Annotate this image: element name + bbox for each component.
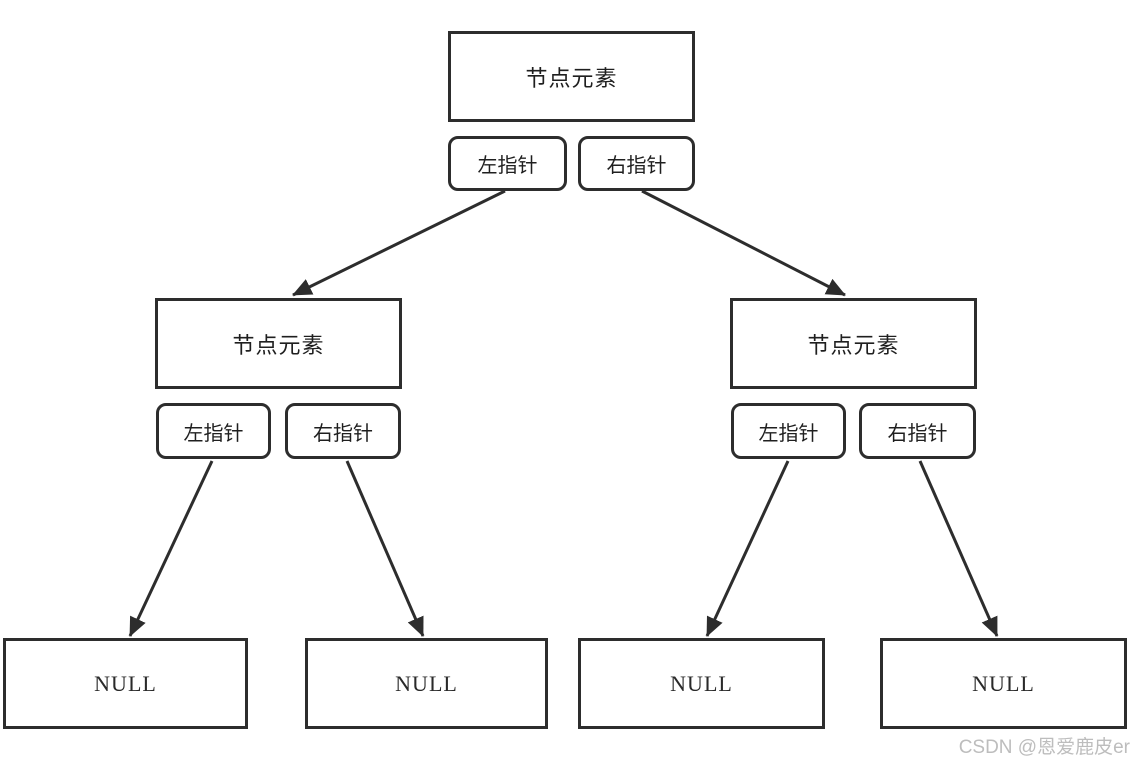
right-child-right-pointer-box: 右指针 xyxy=(859,403,976,459)
root-left-pointer-box: 左指针 xyxy=(448,136,567,191)
arrow-root-right-to-right-child xyxy=(641,189,846,297)
arrow-root-left-to-left-child xyxy=(292,189,506,297)
csdn-watermark: CSDN @恩爱鹿皮er xyxy=(958,737,1130,758)
left-child-node-box: 节点元素 xyxy=(155,298,402,389)
root-right-pointer-label: 右指针 xyxy=(606,155,667,177)
right-child-node-label: 节点元素 xyxy=(807,332,900,358)
arrow-right-child-left-to-null3 xyxy=(705,460,790,637)
arrow-left-child-right-to-null2 xyxy=(345,460,425,637)
left-child-right-pointer-label: 右指针 xyxy=(313,422,373,445)
root-right-pointer-box: 右指针 xyxy=(578,136,695,191)
null-leaf-box-2: NULL xyxy=(305,638,548,729)
left-child-right-pointer-box: 右指针 xyxy=(285,403,401,459)
left-child-node-label: 节点元素 xyxy=(232,332,325,358)
root-left-pointer-label: 左指针 xyxy=(477,155,538,177)
null-leaf-box-1: NULL xyxy=(3,638,248,729)
right-child-node-box: 节点元素 xyxy=(730,298,977,389)
left-child-left-pointer-label: 左指针 xyxy=(183,422,244,445)
arrow-right-child-right-to-null4 xyxy=(918,460,999,637)
arrow-left-child-left-to-null1 xyxy=(128,460,214,637)
null-leaf-label-3: NULL xyxy=(670,670,733,696)
root-node-label: 节点元素 xyxy=(525,65,618,91)
null-leaf-label-2: NULL xyxy=(395,670,458,696)
null-leaf-label-1: NULL xyxy=(94,670,157,696)
null-leaf-box-4: NULL xyxy=(880,638,1127,729)
left-child-left-pointer-box: 左指针 xyxy=(156,403,271,459)
null-leaf-label-4: NULL xyxy=(972,670,1035,696)
root-node-box: 节点元素 xyxy=(448,31,695,122)
null-leaf-box-3: NULL xyxy=(578,638,825,729)
right-child-left-pointer-box: 左指针 xyxy=(731,403,846,459)
right-child-left-pointer-label: 左指针 xyxy=(758,422,819,445)
right-child-right-pointer-label: 右指针 xyxy=(887,422,948,445)
